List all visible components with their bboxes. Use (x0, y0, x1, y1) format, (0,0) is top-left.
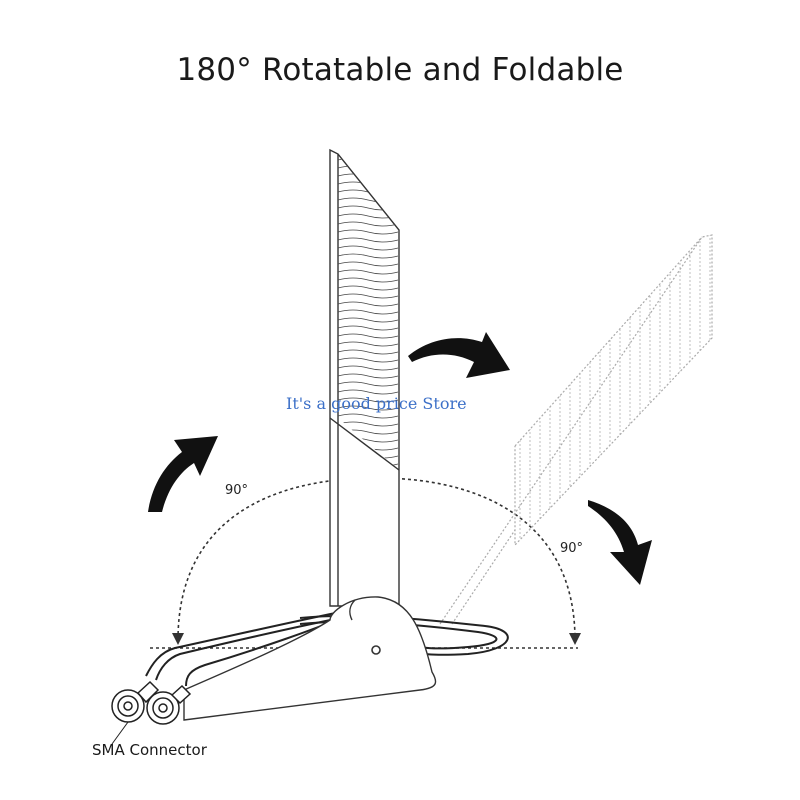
page-title: 180° Rotatable and Foldable (176, 52, 624, 88)
sma-connector-label: SMA Connector (92, 741, 207, 759)
folded-antenna-ghost (439, 234, 713, 625)
rotate-arrow-icon (408, 332, 510, 378)
angle-label-left: 90° (225, 483, 249, 498)
store-watermark: It's a good price Store (286, 394, 467, 413)
sma-connector-right (146, 684, 192, 725)
left-arc (177, 477, 377, 641)
antenna-base (183, 596, 437, 721)
ghost-hatch (519, 235, 711, 545)
pivot-icon (371, 645, 381, 655)
sma-connector-left (111, 680, 160, 723)
angle-label-right: 90° (560, 541, 584, 556)
rotate-arrow-icon (588, 500, 652, 585)
sma-connectors (111, 680, 192, 745)
rotate-arrow-icon (148, 436, 218, 512)
